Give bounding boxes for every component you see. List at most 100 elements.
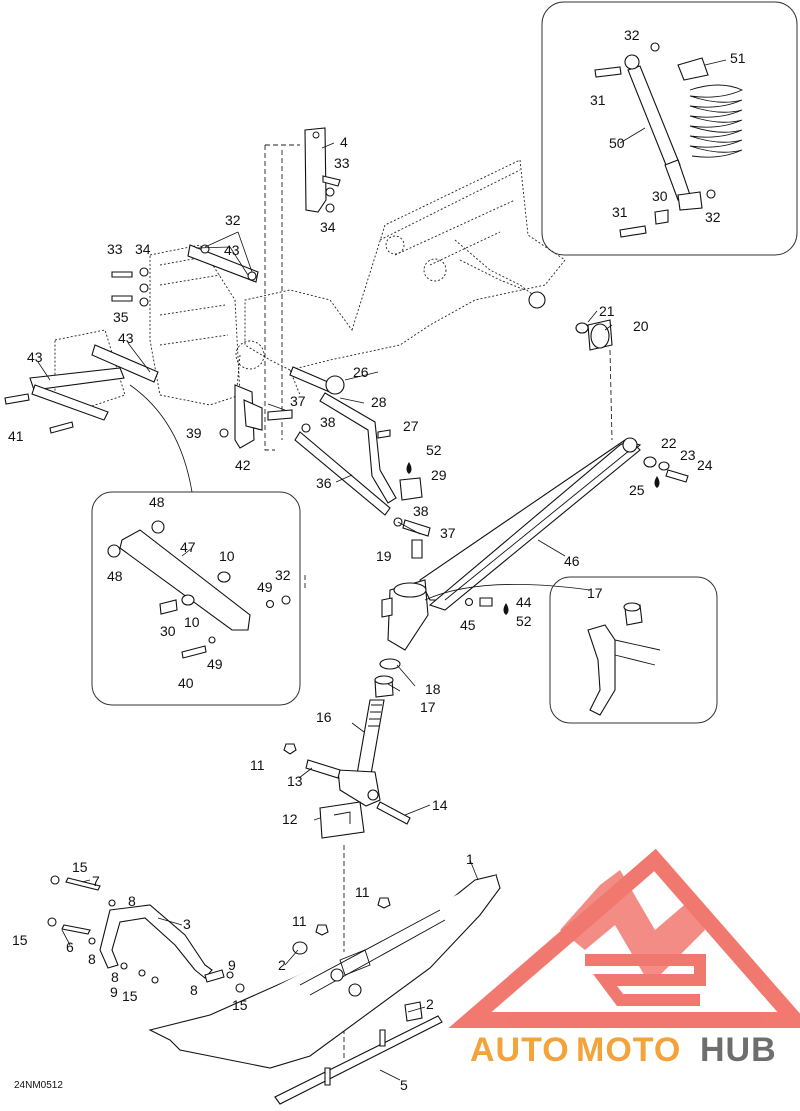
front-plates <box>4 329 159 434</box>
callout: 33 <box>107 241 123 257</box>
callout: 30 <box>160 623 176 639</box>
callout: 35 <box>113 309 129 325</box>
callout: 32 <box>225 212 241 228</box>
callout: 18 <box>425 681 441 697</box>
callout: 15 <box>232 997 248 1013</box>
callout: 17 <box>420 699 436 715</box>
arm-bushings <box>528 291 689 483</box>
kingpin-inset-parts <box>424 583 661 716</box>
callout: 21 <box>599 303 615 319</box>
diagram-code: 24NM0512 <box>14 1080 63 1091</box>
callout: 15 <box>12 932 28 948</box>
callout: 9 <box>110 984 118 1000</box>
callout: 52 <box>426 442 442 458</box>
callout: 12 <box>282 811 298 827</box>
callout: 32 <box>705 209 721 225</box>
callout: 46 <box>564 553 580 569</box>
kingpin-inset-box <box>549 576 718 724</box>
callout: 16 <box>316 709 332 725</box>
callout: 38 <box>320 414 336 430</box>
callout: 42 <box>235 457 251 473</box>
callout: 8 <box>190 982 198 998</box>
ski-hardware <box>292 897 423 1022</box>
watermark-text-moto: MOTO <box>576 1031 681 1069</box>
callout: 11 <box>250 757 265 773</box>
arm-fittings <box>464 597 493 607</box>
callout: 4 <box>340 134 348 150</box>
callout: 8 <box>111 969 119 985</box>
callout: 23 <box>680 447 696 463</box>
coil-spring <box>689 84 744 158</box>
side-bracket <box>219 384 263 449</box>
callout: 30 <box>652 188 668 204</box>
callout: 8 <box>88 951 96 967</box>
leader-lines <box>37 59 727 1081</box>
callout: 14 <box>432 797 448 813</box>
callout: 26 <box>353 364 369 380</box>
callout: 37 <box>290 393 306 409</box>
callout: 9 <box>228 957 236 973</box>
callout: 17 <box>587 585 603 601</box>
callout: 7 <box>92 873 100 889</box>
callout: 6 <box>66 939 74 955</box>
callout: 27 <box>403 418 419 434</box>
inset-connector <box>129 384 193 493</box>
callout: 11 <box>355 884 370 900</box>
bracket-part <box>304 127 341 213</box>
callout: 37 <box>440 525 456 541</box>
callout: 49 <box>207 656 223 672</box>
callout: 15 <box>122 988 138 1004</box>
callout: 28 <box>371 394 387 410</box>
callout: 52 <box>516 613 532 629</box>
ski-handle <box>47 875 245 993</box>
callout: 40 <box>178 675 194 691</box>
callout: 39 <box>186 425 202 441</box>
grease-drops <box>406 462 660 615</box>
callout: 24 <box>697 457 713 473</box>
shock-inset-box <box>541 1 798 256</box>
callout: 48 <box>149 494 165 510</box>
watermark-text-hub: HUB <box>700 1031 777 1069</box>
arm-inset-parts <box>107 520 291 659</box>
callout: 15 <box>72 859 88 875</box>
tie-rod <box>267 366 431 559</box>
callout: 33 <box>334 155 350 171</box>
callout: 45 <box>460 617 476 633</box>
callout: 3 <box>183 916 191 932</box>
watermark-logo <box>448 848 800 1028</box>
callout-labels: 1 2 2 3 4 5 6 7 8 8 8 8 9 9 10 10 11 11 … <box>8 27 746 1093</box>
callout: 2 <box>278 957 286 973</box>
callout: 13 <box>287 773 303 789</box>
callout: 43 <box>118 330 134 346</box>
callout: 47 <box>180 539 196 555</box>
watermark-text-auto: AUTO <box>470 1031 570 1069</box>
ski <box>148 874 501 1069</box>
callout: 34 <box>135 241 151 257</box>
callout: 44 <box>516 594 532 610</box>
swing-arm <box>381 437 642 651</box>
runner <box>274 1015 443 1105</box>
callout: 41 <box>8 428 24 444</box>
callout: 49 <box>257 579 273 595</box>
callout: 43 <box>224 242 240 258</box>
callout: 5 <box>400 1077 408 1093</box>
callout: 10 <box>184 614 200 630</box>
callout: 19 <box>376 548 392 564</box>
callout: 32 <box>275 567 291 583</box>
callout: 32 <box>624 27 640 43</box>
callout: 48 <box>107 568 123 584</box>
callout: 51 <box>730 50 746 66</box>
callout: 2 <box>426 996 434 1012</box>
callout: 34 <box>320 219 336 235</box>
frame-outline <box>149 159 566 421</box>
spindle <box>337 699 385 807</box>
callout: 10 <box>219 548 235 564</box>
callout: 11 <box>292 913 307 929</box>
callout: 50 <box>609 135 625 151</box>
callout: 29 <box>431 467 447 483</box>
callout: 38 <box>413 503 429 519</box>
spindle-hardware <box>283 743 411 839</box>
callout: 20 <box>633 318 649 334</box>
callout: 43 <box>27 349 43 365</box>
